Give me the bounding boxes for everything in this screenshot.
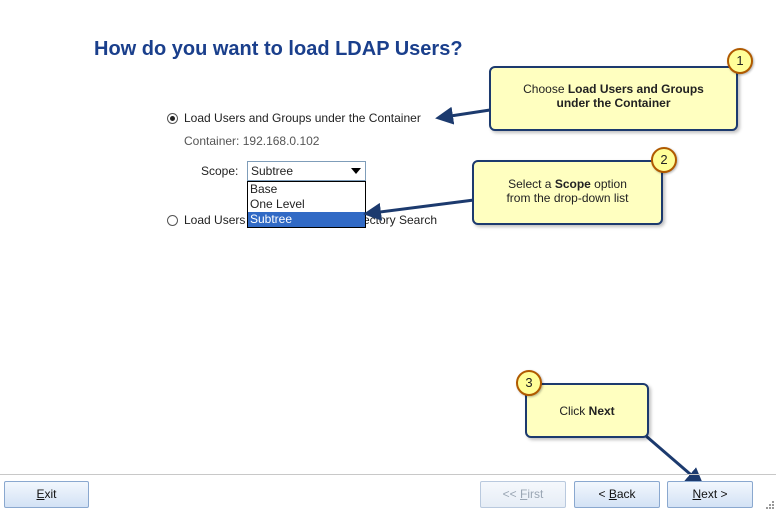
first-mnemonic: F <box>520 487 528 501</box>
option-directory-search-label-start[interactable]: Load Users <box>184 213 246 227</box>
next-button[interactable]: Next > <box>667 481 753 508</box>
callout-1-text: Choose <box>523 82 568 96</box>
back-mnemonic: B <box>608 487 617 501</box>
back-button[interactable]: < Back <box>574 481 660 508</box>
callout-2-line-2: from the drop-down list <box>506 191 629 205</box>
callout-3-bold: Next <box>588 404 615 418</box>
callout-2-text-pre: Select a <box>508 177 555 191</box>
scope-option-one-level[interactable]: One Level <box>250 197 305 211</box>
callout-1-bold-1: Load Users and Groups <box>567 82 704 96</box>
scope-option-subtree[interactable]: Subtree <box>248 212 365 227</box>
radio-load-under-container[interactable] <box>167 113 178 124</box>
next-suffix: > <box>717 487 728 501</box>
radio-checked-icon <box>170 116 175 121</box>
option-load-under-container-label[interactable]: Load Users and Groups under the Containe… <box>184 111 421 125</box>
callout-2-badge: 2 <box>651 147 677 173</box>
callout-1-badge: 1 <box>727 48 753 74</box>
callout-2: Select a Scope option from the drop-down… <box>472 160 663 225</box>
container-value: 192.168.0.102 <box>242 134 320 148</box>
callout-3: Click Next <box>525 383 649 438</box>
callout-2-line-1: Select a Scope option <box>474 177 661 191</box>
back-label: ack <box>616 487 636 501</box>
exit-mnemonic: E <box>36 487 45 501</box>
exit-label: xit <box>44 487 57 501</box>
scope-option-base[interactable]: Base <box>250 182 278 196</box>
back-prefix: < <box>598 487 609 501</box>
scope-selected-value: Subtree <box>251 164 294 178</box>
radio-load-directory-search[interactable] <box>167 215 178 226</box>
callout-1-line-1: Choose Load Users and Groups <box>491 82 736 96</box>
first-label: irst <box>527 487 544 501</box>
container-label: Container: <box>184 134 240 148</box>
callout-3-text: Click <box>559 404 589 418</box>
chevron-down-icon[interactable] <box>351 168 361 174</box>
callout-1-bold-2: under the Container <box>556 96 671 110</box>
callout-2-bold: Scope <box>554 177 591 191</box>
arrow-2 <box>363 198 475 221</box>
callout-2-text-post: option <box>590 177 627 191</box>
arrow-3 <box>645 434 704 486</box>
scope-label: Scope: <box>201 164 239 178</box>
callout-3-badge: 3 <box>516 370 542 396</box>
next-mnemonic: N <box>692 487 702 501</box>
container-info: Container: 192.168.0.102 <box>184 134 319 148</box>
footer-divider <box>0 474 776 475</box>
first-button[interactable]: << First <box>480 481 566 508</box>
first-prefix: << <box>502 487 520 501</box>
scope-dropdown-list: Base One Level Subtree <box>247 181 366 228</box>
callout-1-line-2: under the Container <box>491 96 736 110</box>
next-label: ext <box>701 487 718 501</box>
page-title: How do you want to load LDAP Users? <box>94 38 463 60</box>
exit-button[interactable]: Exit <box>4 481 89 508</box>
scope-select[interactable]: Subtree <box>247 161 366 181</box>
arrow-1 <box>435 106 491 125</box>
resize-grip-icon[interactable] <box>766 501 774 509</box>
callout-1: Choose Load Users and Groups under the C… <box>489 66 738 131</box>
